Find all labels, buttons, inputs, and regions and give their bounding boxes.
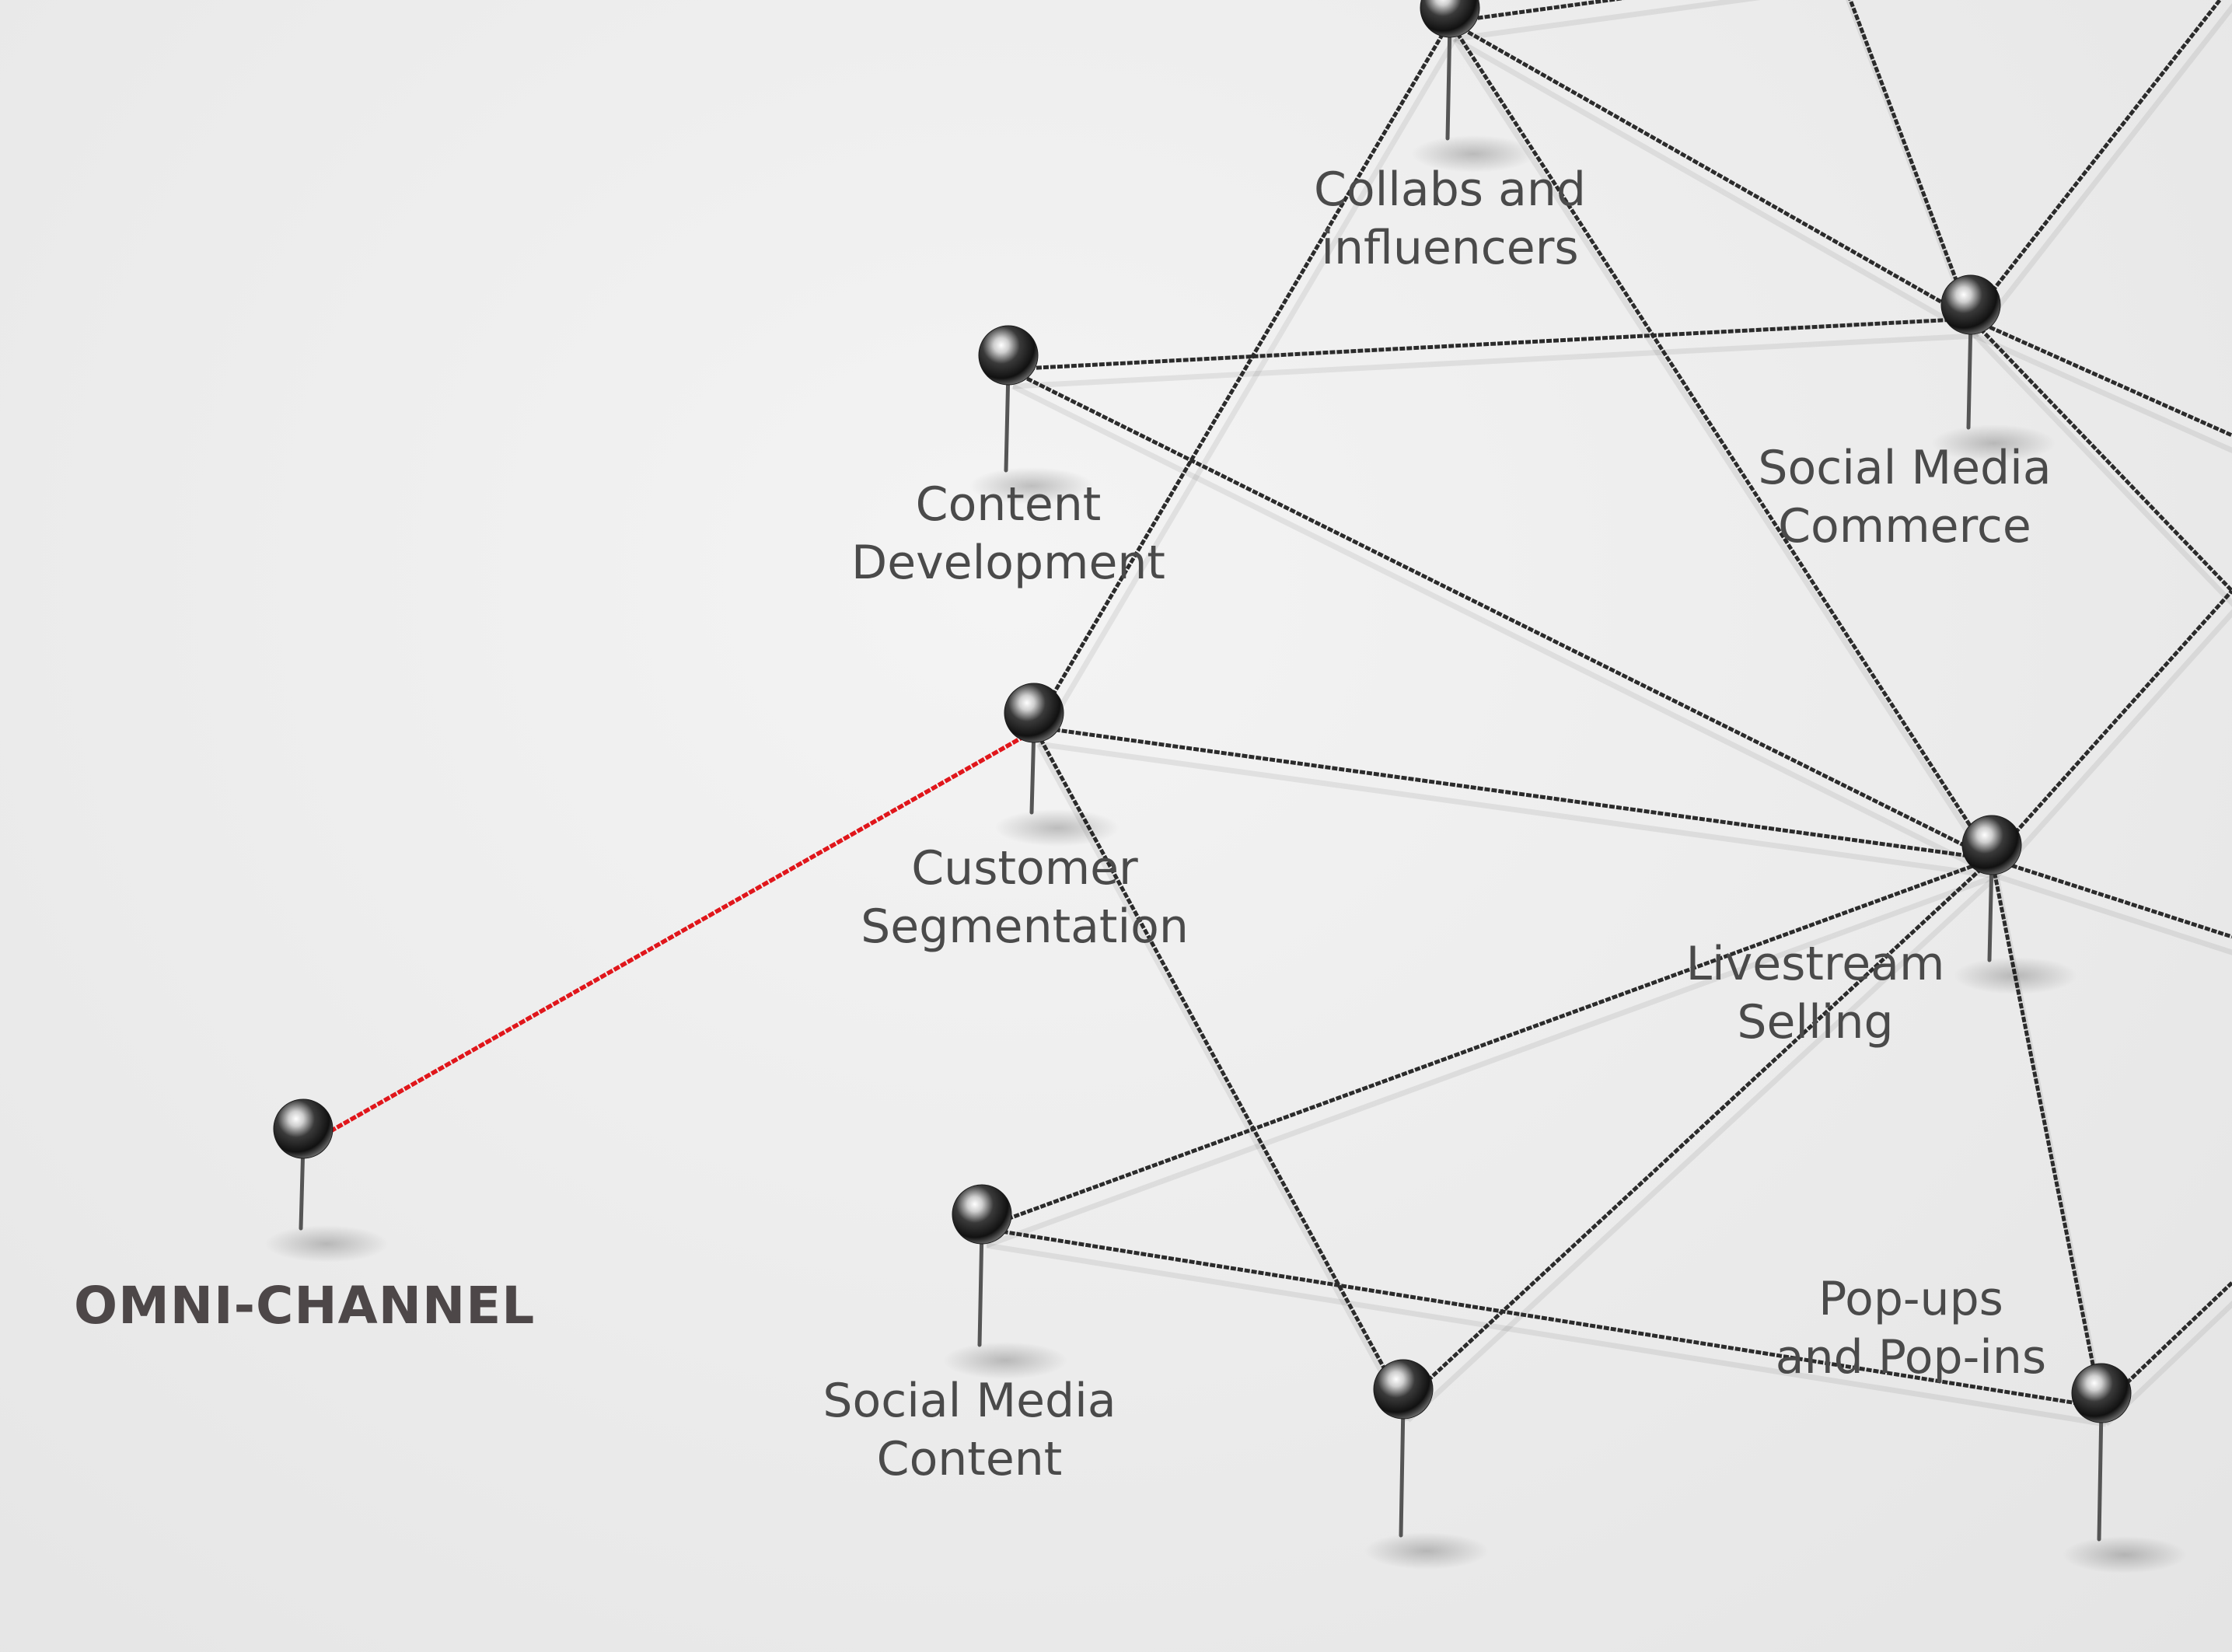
- pin-omni-channel: [264, 1098, 389, 1263]
- pin-head: [952, 1184, 1012, 1245]
- thread-edge: [981, 1226, 2102, 1409]
- thread-edge: [1032, 20, 1452, 728]
- thread-shadow: [1453, 36, 1977, 339]
- pin-social-media-commerce: [1932, 274, 2056, 462]
- pin-head: [1940, 274, 2001, 335]
- node-label-social-media-content: Social Media Content: [823, 1372, 1116, 1489]
- highlight-thread-edge: [302, 728, 1036, 1149]
- pin-customer-segmentation: [995, 683, 1119, 847]
- node-label-line: Social Media: [823, 1374, 1116, 1428]
- thread-edge: [1848, 0, 1973, 320]
- node-label-content-development: Content Development: [851, 476, 1165, 592]
- pin-shadow: [995, 809, 1119, 847]
- thread-edge: [1991, 857, 2232, 939]
- thread-edge: [1007, 367, 1993, 861]
- thread-shadow: [1012, 333, 1976, 389]
- node-label-collabs-influencers: Collabs and influencers: [1314, 161, 1586, 278]
- node-label-customer-segmentation: Customer Segmentation: [861, 840, 1189, 956]
- thread-shadow: [1974, 333, 2232, 454]
- node-label-social-media-commerce: Social Media Commerce: [1758, 439, 2051, 556]
- pin-livestream-selling: [1953, 815, 2077, 994]
- node-label-line: Segmentation: [861, 899, 1189, 954]
- pin-social-media-content: [943, 1184, 1067, 1379]
- pin-needle: [1004, 367, 1011, 473]
- thread-shadow: [1995, 873, 2232, 955]
- node-label-line: Content: [876, 1432, 1063, 1486]
- pin-head: [1004, 683, 1064, 743]
- node-label-line: Selling: [1737, 995, 1894, 1050]
- pin-needle: [977, 1226, 984, 1347]
- node-label-line: Social Media: [1758, 441, 2052, 495]
- node-label-line: influencers: [1321, 221, 1579, 275]
- pin-shadow: [1364, 1532, 1489, 1570]
- thread-edge: [1448, 19, 1972, 321]
- pin-shadow: [1953, 957, 2077, 994]
- node-label-line: Content: [915, 477, 1102, 532]
- node-label-line: Pop-ups: [1818, 1272, 2003, 1326]
- node-label-line: Customer: [911, 841, 1138, 896]
- pin-bottom-center: [1364, 1359, 1489, 1570]
- thread-shadow: [1454, 0, 1761, 42]
- thread-edge: [1969, 0, 2223, 320]
- pin-collabs-influencers: [1411, 0, 1535, 173]
- pin-needle: [1399, 1401, 1406, 1538]
- pin-needle: [1445, 19, 1452, 141]
- pin-popups-popins: [2063, 1363, 2187, 1573]
- pin-head: [1373, 1359, 1434, 1420]
- node-label-line: Development: [851, 536, 1165, 590]
- node-label-line: Collabs and: [1313, 162, 1587, 217]
- pin-shadow: [943, 1342, 1067, 1379]
- node-label-line: Livestream: [1685, 937, 1945, 991]
- thread-shadow: [986, 1242, 2107, 1427]
- thread-edge: [1989, 858, 2104, 1408]
- pin-head: [273, 1098, 334, 1159]
- thread-edge: [981, 857, 1993, 1231]
- pin-shadow: [264, 1225, 389, 1263]
- thread-shadow: [1406, 874, 1999, 1423]
- pin-needle: [2097, 1405, 2104, 1542]
- thread-shadow: [1994, 609, 2232, 878]
- pin-head: [978, 325, 1039, 386]
- pin-shadow: [969, 467, 1094, 505]
- node-label-livestream-selling: Livestream Selling: [1686, 935, 1945, 1052]
- pin-head: [1420, 0, 1480, 38]
- thread-edge: [1033, 725, 1993, 861]
- thread-shadow: [1038, 741, 1997, 879]
- node-label-line: OMNI-CHANNEL: [74, 1276, 536, 1336]
- thread-shadow: [1036, 742, 1411, 1422]
- node-label-line: Commerce: [1778, 499, 2031, 554]
- node-label-line: and Pop-ins: [1775, 1330, 2047, 1385]
- pin-needle: [1966, 316, 1973, 430]
- node-label-omni-channel: OMNI-CHANNEL: [74, 1277, 535, 1335]
- pin-shadow: [1932, 424, 2056, 462]
- pin-head: [1961, 815, 2022, 875]
- thread-edge: [1990, 589, 2232, 861]
- pin-content-development: [969, 325, 1094, 505]
- pin-shadow: [2063, 1536, 2187, 1573]
- thread-edge: [1449, 0, 1625, 24]
- thread-shadow: [1011, 383, 1998, 879]
- pin-head: [2071, 1363, 2132, 1423]
- thread-shadow: [985, 873, 1998, 1249]
- thread-shadow: [1036, 37, 1458, 746]
- pin-shadow: [1411, 135, 1535, 173]
- thread-edge: [1969, 316, 2232, 438]
- thread-shadow: [1452, 37, 1999, 878]
- pin-needle: [1987, 857, 1994, 962]
- node-label-popups-popins: Pop-ups and Pop-ins: [1776, 1270, 2046, 1387]
- thread-shadow: [1973, 334, 2232, 607]
- thread-shadow: [1973, 2, 2232, 338]
- thread-edge: [1448, 20, 1994, 861]
